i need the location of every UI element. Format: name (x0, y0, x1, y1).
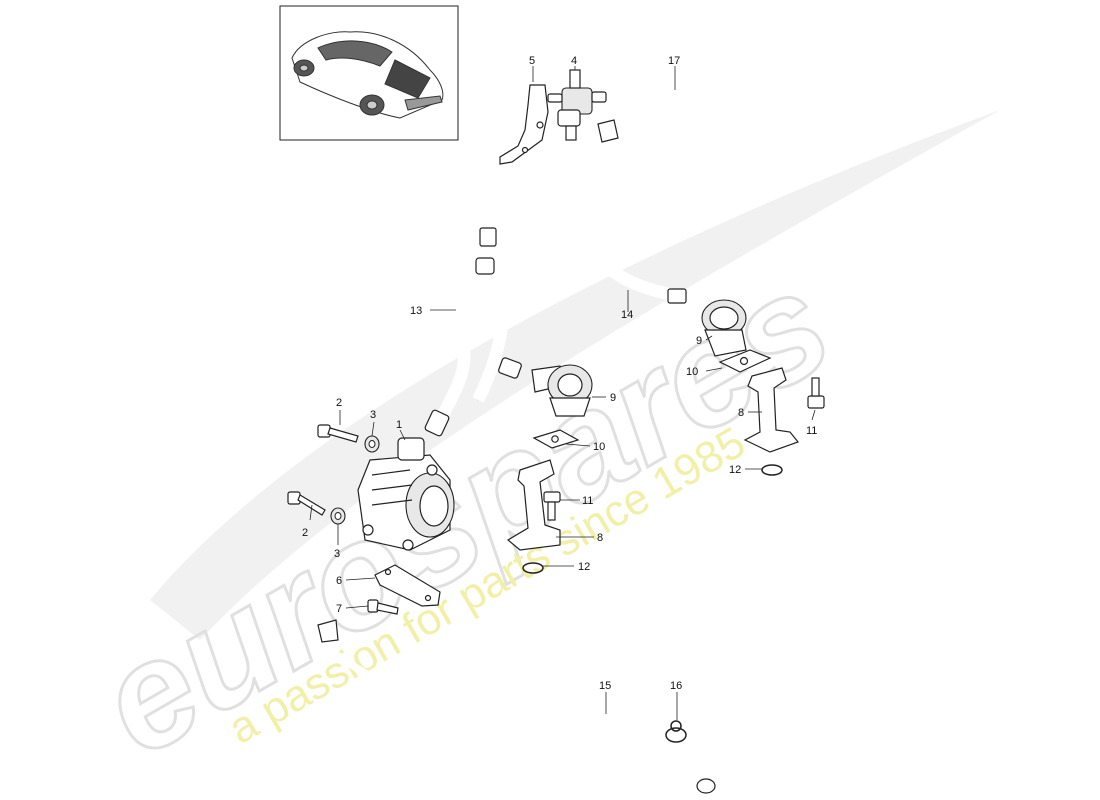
car-thumbnail (279, 5, 459, 141)
part-15-pipe (317, 619, 716, 794)
part-2-bolt-upper (317, 424, 359, 443)
part-14-hose (479, 183, 687, 304)
callout-11-right: 11 (806, 425, 817, 437)
part-13-hose (424, 257, 522, 437)
part-11-bolt-right (807, 377, 825, 409)
callout-2-upper: 2 (336, 397, 342, 409)
callout-11-mid: 11 (582, 495, 593, 507)
watermark: eurospares a passion for parts since 198… (71, 110, 1000, 789)
car-illustration (291, 31, 444, 119)
leader-lines (309, 66, 816, 720)
callout-5: 5 (529, 55, 535, 67)
part-9-elbow-right (701, 299, 747, 357)
part-8-pipe-mid (506, 459, 561, 551)
callout-15: 15 (599, 680, 611, 692)
callout-16: 16 (670, 680, 682, 692)
callout-10-mid: 10 (593, 441, 605, 453)
callout-1: 1 (396, 419, 402, 431)
part-3-washer-lower (330, 507, 346, 525)
part-12-oring-right (761, 464, 783, 476)
callout-3-lower: 3 (334, 548, 340, 560)
callout-6: 6 (336, 575, 342, 587)
part-2-bolt-lower (287, 491, 326, 516)
callout-8-mid: 8 (597, 532, 603, 544)
part-10-gasket-right (718, 349, 772, 373)
callout-4: 4 (571, 55, 577, 67)
part-8-pipe-right (743, 367, 799, 453)
part-12-oring-mid (522, 562, 544, 574)
part-1-air-pump (357, 437, 455, 551)
part-10-gasket-mid (532, 429, 580, 449)
part-5-bracket (499, 84, 549, 165)
callout-labels: 5 4 17 13 14 9 10 8 11 12 9 10 11 8 12 1… (302, 55, 817, 692)
callout-2-lower: 2 (302, 527, 308, 539)
callout-12-mid: 12 (578, 561, 590, 573)
part-7-bolt (367, 599, 399, 615)
part-4-valve (547, 69, 607, 141)
callout-17: 17 (668, 55, 680, 67)
callout-10-right: 10 (686, 366, 698, 378)
part-16-clamp (665, 720, 687, 743)
part-17-hose (595, 84, 696, 165)
callout-13: 13 (410, 305, 422, 317)
part-3-washer-upper (364, 435, 380, 453)
part-9-connector-mid (531, 364, 593, 417)
callout-3-upper: 3 (370, 409, 376, 421)
callout-9-mid: 9 (610, 392, 616, 404)
part-6-bracket (374, 564, 441, 607)
callout-14: 14 (621, 309, 633, 321)
callout-9-right: 9 (696, 335, 702, 347)
callout-7: 7 (336, 603, 342, 615)
callout-8-right: 8 (738, 407, 744, 419)
callout-12-right: 12 (729, 464, 741, 476)
part-11-bolt-mid (543, 491, 561, 521)
watermark-swoosh (150, 110, 1000, 640)
